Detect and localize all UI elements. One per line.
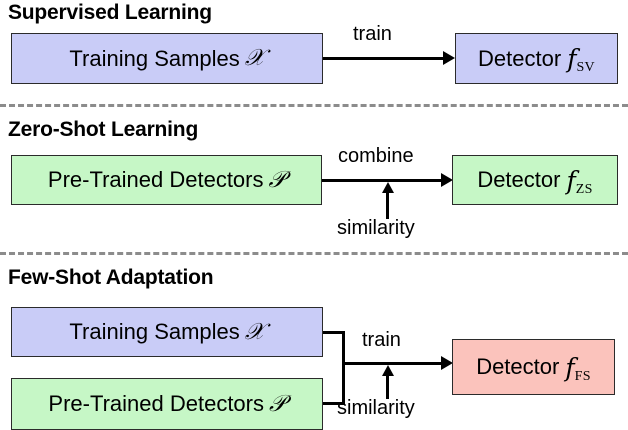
- symbol-f-glyph-fs: f: [565, 352, 575, 382]
- connector-similarity-line-fewshot: [386, 373, 389, 399]
- box-label-detector-fs: Detector: [476, 354, 560, 379]
- symbol-script-x-fewshot: 𝒳: [244, 318, 265, 345]
- section-heading-supervised: Supervised Learning: [8, 1, 212, 24]
- symbol-f-fs: fFS: [559, 352, 590, 384]
- edge-label-similarity-fewshot: similarity: [337, 397, 415, 419]
- arrowhead-similarity-fewshot: [382, 365, 394, 376]
- symbol-f-glyph-zs: f: [566, 165, 576, 195]
- arrowhead-train-fewshot: [441, 356, 453, 370]
- symbol-f-subscript-fs: FS: [574, 368, 591, 384]
- symbol-f-subscript-sv: SV: [576, 60, 595, 75]
- arrowhead-train-supervised: [443, 51, 455, 65]
- section-heading-few-shot: Few-Shot Adaptation: [8, 266, 214, 289]
- edge-label-similarity-zeroshot: similarity: [337, 217, 415, 239]
- symbol-f-sv: fSV: [561, 44, 595, 75]
- edge-label-train-supervised: train: [353, 23, 392, 45]
- section-heading-zero-shot: Zero-Shot Learning: [8, 118, 199, 141]
- arrowhead-combine-zeroshot: [441, 173, 453, 187]
- symbol-f-subscript-zs: ZS: [575, 181, 593, 197]
- connector-train-line-fewshot: [342, 362, 443, 365]
- connector-bracket-top-fewshot: [323, 331, 345, 334]
- symbol-script-p-fewshot: 𝒫: [269, 390, 286, 417]
- edge-label-combine-zeroshot: combine: [338, 145, 414, 167]
- edge-label-train-fewshot: train: [362, 329, 401, 351]
- symbol-f-zs: fZS: [560, 165, 592, 197]
- section-separator-1: [0, 104, 628, 107]
- symbol-f-glyph-sv: f: [567, 44, 577, 73]
- arrowhead-similarity-zeroshot: [382, 182, 394, 193]
- connector-train-line-supervised: [323, 57, 445, 60]
- box-label-detector-zs: Detector: [477, 167, 561, 192]
- connector-combine-line-zeroshot: [322, 179, 443, 182]
- box-label-training-samples: Training Samples: [69, 45, 240, 71]
- symbol-script-x: 𝒳: [244, 45, 265, 71]
- connector-bracket-bottom-fewshot: [323, 402, 345, 405]
- box-label-training-samples-fewshot: Training Samples: [69, 319, 240, 344]
- section-separator-2: [0, 252, 628, 255]
- symbol-script-p: 𝒫: [268, 166, 286, 193]
- connector-similarity-line-zeroshot: [386, 190, 389, 219]
- box-label-pretrained-detectors-fewshot: Pre-Trained Detectors: [48, 391, 264, 416]
- connector-bracket-spine-fewshot: [342, 331, 345, 405]
- box-label-detector-sv: Detector: [478, 45, 562, 71]
- box-label-pretrained-detectors: Pre-Trained Detectors: [47, 167, 264, 192]
